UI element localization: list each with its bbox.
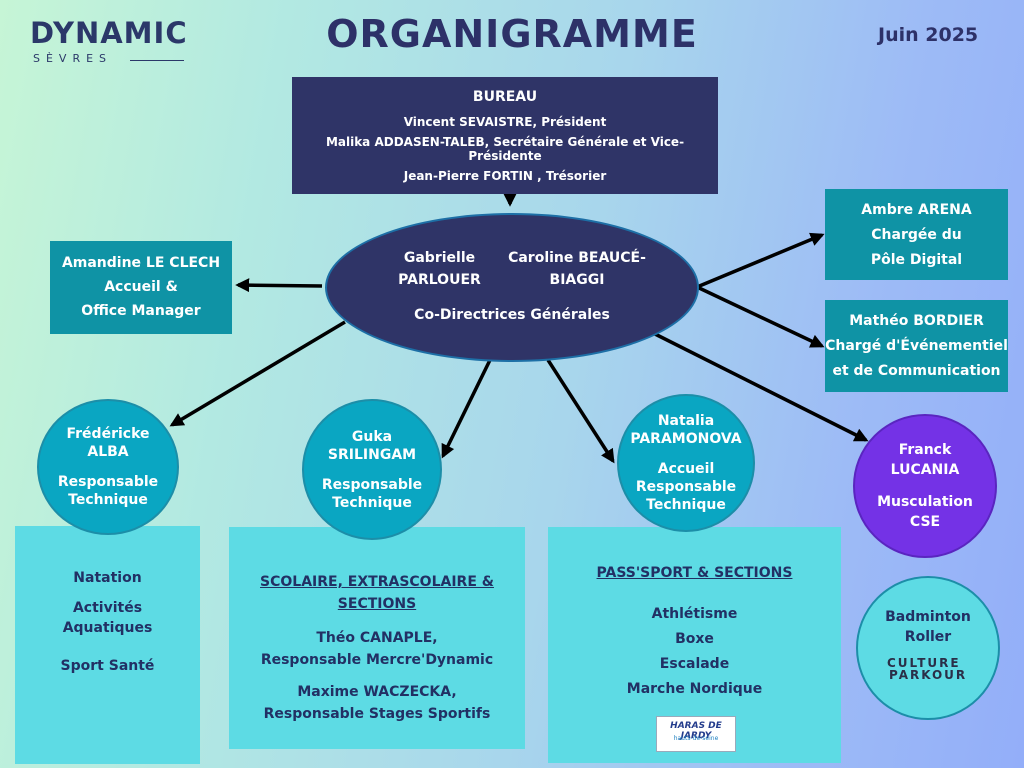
person-role: Responsable — [57, 474, 159, 490]
director-name: Caroline BEAUCÉ- — [508, 250, 646, 266]
arrow-to-guka — [441, 359, 492, 459]
person-role: Pôle Digital — [870, 252, 963, 268]
activity-item: Roller — [904, 629, 952, 645]
ambre-box: Ambre ARENA Chargée du Pôle Digital — [825, 189, 1008, 280]
person-name: Natalia — [657, 413, 715, 429]
page-title: ORGANIGRAMME — [326, 12, 698, 56]
bureau-box: BUREAU Vincent SEVAISTRE, Président Mali… — [292, 77, 718, 194]
culture-parkour-logo-bottom: PARKOUR — [889, 668, 968, 682]
activity-item: Athlétisme — [651, 606, 738, 622]
director-name: BIAGGI — [549, 272, 605, 288]
staff-name: Théo CANAPLE, — [316, 630, 438, 646]
bureau-title: BUREAU — [472, 89, 538, 105]
arrow-to-franck — [654, 332, 869, 442]
activity-item: Activités — [72, 600, 143, 616]
natation-box: Natation Activités Aquatiques Sport Sant… — [15, 526, 200, 764]
haras-logo-sub: hauts-de-seine — [673, 735, 719, 742]
arrow-to-ambre — [696, 232, 825, 289]
person-role: Musculation — [877, 494, 973, 510]
person-name: PARAMONOVA — [630, 431, 742, 447]
matheo-box: Mathéo BORDIER Chargé d'Événementiel et … — [825, 300, 1008, 392]
activity-item: Escalade — [659, 656, 730, 672]
staff-name: Maxime WACZECKA, — [297, 684, 457, 700]
person-role: et de Communication — [832, 363, 1001, 379]
bureau-member: Jean-Pierre FORTIN , Trésorier — [403, 169, 607, 183]
extra-activities-circle: Badminton Roller — [856, 576, 1000, 720]
person-role: Office Manager — [81, 303, 201, 319]
franck-circle: Franck LUCANIA Musculation CSE — [853, 414, 997, 558]
arrow-to-natalia — [546, 359, 615, 464]
logo-subtitle: SÈVRES — [33, 52, 113, 65]
person-role: Accueil & — [104, 279, 178, 295]
direction-ellipse: Gabrielle PARLOUER Caroline BEAUCÉ- BIAG… — [325, 213, 699, 362]
staff-role: Responsable Mercre'Dynamic — [260, 652, 494, 668]
section-title: PASS'SPORT & SECTIONS — [596, 565, 793, 581]
scolaire-box: SCOLAIRE, EXTRASCOLAIRE & SECTIONS Théo … — [229, 527, 525, 749]
activity-item: Aquatiques — [62, 620, 153, 636]
haras-de-jardy-logo: HARAS DE JARDY hauts-de-seine — [656, 716, 736, 752]
frederick-circle: Frédéricke ALBA Responsable Technique — [37, 399, 179, 535]
director-name: PARLOUER — [398, 272, 481, 288]
person-name: Mathéo BORDIER — [849, 313, 984, 329]
person-role: Technique — [332, 494, 412, 511]
bureau-member: Vincent SEVAISTRE, Président — [403, 115, 607, 129]
haras-logo-title: HARAS DE JARDY — [670, 721, 722, 741]
staff-role: Responsable Stages Sportifs — [263, 706, 491, 722]
arrow-to-amandine — [235, 278, 323, 293]
arrow-to-frederick — [169, 320, 346, 427]
section-title: SCOLAIRE, EXTRASCOLAIRE & SECTIONS — [260, 574, 494, 612]
culture-parkour-logo-top: CULTURE — [887, 656, 961, 670]
activity-item: Badminton — [885, 609, 971, 625]
person-role: Responsable — [321, 476, 423, 493]
person-role: CSE — [909, 514, 941, 530]
person-role: Technique — [646, 497, 726, 513]
person-name: SRILINGAM — [327, 446, 417, 463]
direction-role: Co-Directrices Générales — [414, 307, 610, 323]
person-role: Technique — [68, 492, 148, 508]
guka-circle: Guka SRILINGAM Responsable Technique — [302, 399, 442, 540]
amandine-box: Amandine LE CLECH Accueil & Office Manag… — [50, 241, 232, 334]
person-name: Guka — [351, 428, 393, 445]
person-role: Chargé d'Événementiel — [825, 338, 1008, 354]
director-name: Gabrielle — [403, 250, 476, 266]
logo-title: DYNAMIC — [30, 16, 188, 50]
person-name: Amandine LE CLECH — [61, 255, 221, 271]
activity-item: Natation — [73, 570, 142, 586]
director-gabrielle: Gabrielle PARLOUER — [392, 247, 487, 291]
activity-item: Marche Nordique — [626, 681, 763, 697]
arrow-to-matheo — [696, 285, 825, 348]
person-role: Chargée du — [871, 227, 962, 243]
bureau-member: Malika ADDASEN-TALEB, Secrétaire Général… — [325, 135, 685, 163]
date-label: Juin 2025 — [878, 24, 979, 46]
logo-divider — [130, 60, 184, 61]
person-name: Franck — [898, 442, 952, 458]
person-name: ALBA — [87, 444, 129, 460]
natalia-circle: Natalia PARAMONOVA Accueil Responsable T… — [617, 394, 755, 532]
director-caroline: Caroline BEAUCÉ- BIAGGI — [507, 247, 647, 291]
person-name: Ambre ARENA — [861, 202, 972, 218]
activity-item: Boxe — [675, 631, 714, 647]
person-role: Responsable — [635, 479, 737, 495]
person-name: LUCANIA — [890, 462, 960, 478]
person-role: Accueil — [657, 461, 715, 477]
activity-item: Sport Santé — [60, 658, 155, 674]
person-name: Frédéricke — [66, 426, 150, 442]
